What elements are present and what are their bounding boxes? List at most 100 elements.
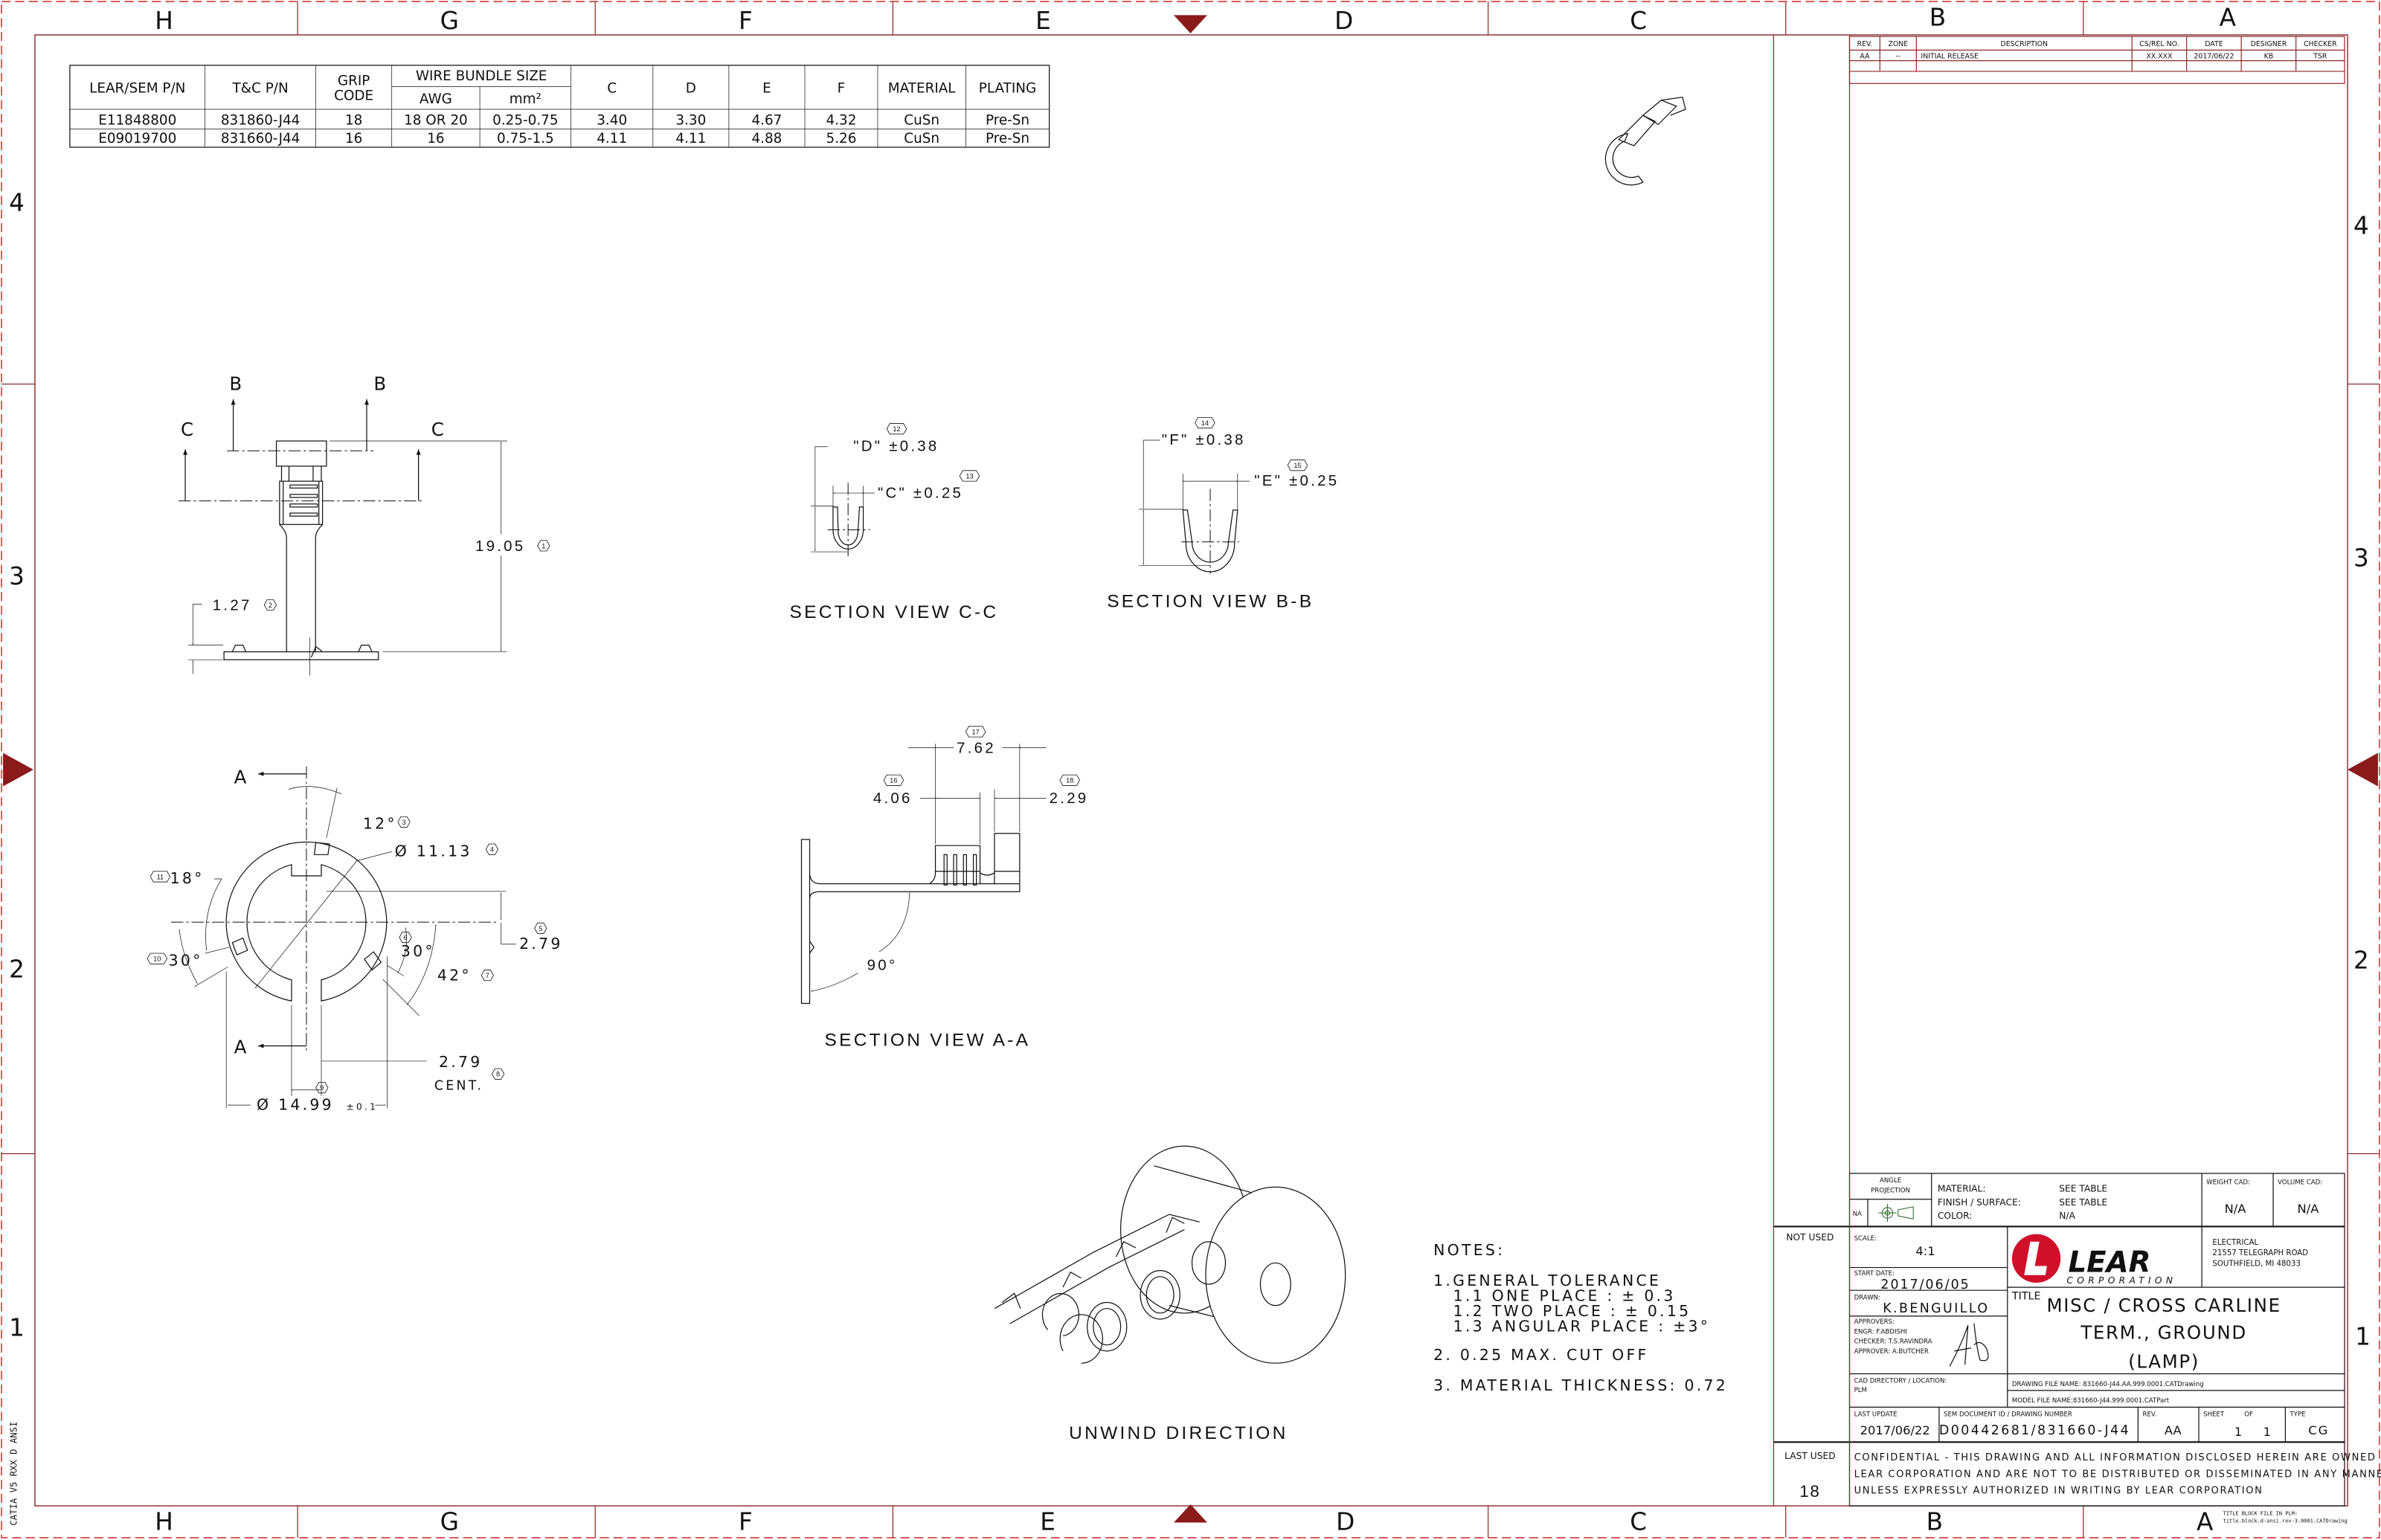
- dimension-30deg-right: 30°: [401, 942, 435, 960]
- zone-label: B: [1929, 4, 1946, 32]
- rev-cell: AA: [1860, 53, 1870, 61]
- material-label: MATERIAL:: [1938, 1183, 1986, 1193]
- cad-directory-value: PLM: [1854, 1387, 1867, 1394]
- section-marker-a: A: [234, 1037, 249, 1058]
- zone-label: H: [155, 7, 173, 35]
- angle-projection-label: ANGLE: [1880, 1177, 1901, 1185]
- drawing-title-line: MISC / CROSS CARLINE: [2046, 1295, 2281, 1316]
- approver-signature: [1949, 1324, 1989, 1367]
- table-cell: E11848800: [98, 112, 176, 128]
- table-cell: 0.25-0.75: [492, 112, 558, 128]
- note-line: 1.2 TWO PLACE : ± 0.15: [1453, 1302, 1691, 1320]
- note-line: 1.1 ONE PLACE : ± 0.3: [1453, 1286, 1676, 1304]
- balloon-ref: 2: [269, 602, 272, 609]
- color-value: N/A: [2059, 1211, 2075, 1221]
- table-header: GRIP: [338, 73, 370, 88]
- rev-header: REV.: [1857, 40, 1873, 48]
- note-line: 2. 0.25 MAX. CUT OFF: [1433, 1346, 1648, 1364]
- logo-text: LEAR: [2068, 1246, 2150, 1280]
- section-marker-a: A: [234, 766, 249, 787]
- center-mark-bottom-icon: [1174, 1504, 1207, 1523]
- balloon-ref: 15: [1294, 462, 1301, 469]
- balloon-ref: 8: [496, 1071, 500, 1078]
- balloon-ref: 16: [890, 777, 897, 785]
- section-marker-b: B: [373, 373, 388, 395]
- rev-header: DESCRIPTION: [2001, 40, 2048, 48]
- sheet-label: SHEET: [2203, 1411, 2225, 1419]
- zone-label: 2: [2353, 946, 2369, 974]
- zone-label: F: [739, 7, 753, 35]
- rev-label: REV.: [2142, 1411, 2156, 1419]
- zone-label: F: [739, 1508, 753, 1536]
- isometric-part-view: [1604, 96, 1686, 186]
- material-value: SEE TABLE: [2059, 1183, 2107, 1193]
- balloon-ref: 5: [539, 925, 542, 932]
- balloon-ref: 10: [153, 956, 161, 963]
- rev-cell: --: [1895, 53, 1900, 61]
- unwind-direction-label: UNWIND DIRECTION: [1069, 1423, 1288, 1443]
- table-header: WIRE BUNDLE SIZE: [416, 68, 547, 84]
- rev-cell: TSR: [2313, 53, 2327, 61]
- table-cell: 18: [345, 112, 362, 128]
- drawn-label: DRAWN:: [1854, 1294, 1880, 1301]
- zone-label: E: [1035, 7, 1051, 35]
- table-cell: 831660-J44: [221, 131, 301, 146]
- table-cell: 16: [427, 131, 444, 146]
- dimension-dia-14-99: Ø 14.99: [257, 1095, 334, 1113]
- last-update-label: LAST UPDATE: [1854, 1411, 1898, 1419]
- title-block-file-name: title.block.d-ansi.rev-3.0001.CATDrawing: [2223, 1518, 2348, 1524]
- zone-label: D: [1336, 1508, 1355, 1536]
- zone-label: C: [1630, 1508, 1647, 1536]
- scale-value: 4:1: [1915, 1244, 1935, 1258]
- balloon-ref: 6: [404, 934, 408, 941]
- type-value: CG: [2308, 1423, 2329, 1437]
- dimension-tolerance: ±0.1: [346, 1101, 378, 1112]
- approvers-label: APPROVERS:: [1854, 1318, 1895, 1326]
- balloon-ref: 14: [1201, 419, 1209, 427]
- balloon-ref: 7: [486, 972, 489, 979]
- notes-heading: NOTES:: [1433, 1241, 1505, 1259]
- zone-label: G: [440, 7, 459, 35]
- section-view-title: SECTION VIEW C-C: [790, 602, 999, 622]
- table-cell: 3.30: [675, 112, 706, 128]
- table-cell: 18 OR 20: [404, 112, 468, 128]
- table-cell: E09019700: [98, 131, 176, 146]
- table-header: C: [607, 81, 617, 97]
- start-date-value: 2017/06/05: [1880, 1278, 1970, 1292]
- lear-logo: LEAR CORPORATION: [2011, 1234, 2173, 1286]
- rev-cell: KB: [2264, 53, 2274, 61]
- dimension-base: 1.27: [213, 598, 252, 614]
- center-mark-right-icon: [2348, 753, 2378, 787]
- zone-label: A: [2220, 4, 2237, 32]
- of-value: 1: [2263, 1425, 2271, 1439]
- start-date-label: START DATE:: [1854, 1270, 1895, 1278]
- table-cell: Pre-Sn: [986, 131, 1029, 146]
- dimension-18deg: 18°: [170, 869, 205, 887]
- table-header: PLATING: [979, 81, 1036, 97]
- balloon-ref: 11: [157, 873, 164, 880]
- dimension-c: "C" ±0.25: [878, 486, 963, 502]
- dimension-90deg: 90°: [867, 957, 898, 973]
- table-cell: 0.75-1.5: [497, 131, 554, 146]
- table-cell: 4.11: [675, 131, 706, 146]
- zone-label: G: [440, 1508, 459, 1536]
- table-header: LEAR/SEM P/N: [89, 81, 185, 97]
- rev-header: CHECKER: [2304, 40, 2337, 48]
- zone-label: H: [155, 1508, 173, 1536]
- rev-header: CS/REL NO.: [2139, 40, 2179, 48]
- address-line: SOUTHFIELD, MI 48033: [2212, 1260, 2301, 1269]
- drawing-title-line: (LAMP): [2128, 1350, 2200, 1372]
- table-row: E09019700 831660-J44 16 16 0.75-1.5 4.11…: [98, 131, 1029, 146]
- angle-projection-label: PROJECTION: [1871, 1188, 1910, 1195]
- table-cell: 4.88: [751, 131, 782, 146]
- approver-item: CHECKER: T.S.RAVINDRA: [1854, 1338, 1932, 1346]
- balloon-ref: 13: [965, 472, 973, 480]
- volume-value: N/A: [2298, 1202, 2320, 1216]
- center-mark-top-icon: [1174, 15, 1207, 33]
- balloon-ref: 4: [490, 846, 494, 854]
- zone-label: E: [1040, 1508, 1055, 1536]
- dimension-30deg-left: 30°: [169, 951, 203, 969]
- confidential-line: LEAR CORPORATION AND ARE NOT TO BE DISTR…: [1854, 1469, 2381, 1480]
